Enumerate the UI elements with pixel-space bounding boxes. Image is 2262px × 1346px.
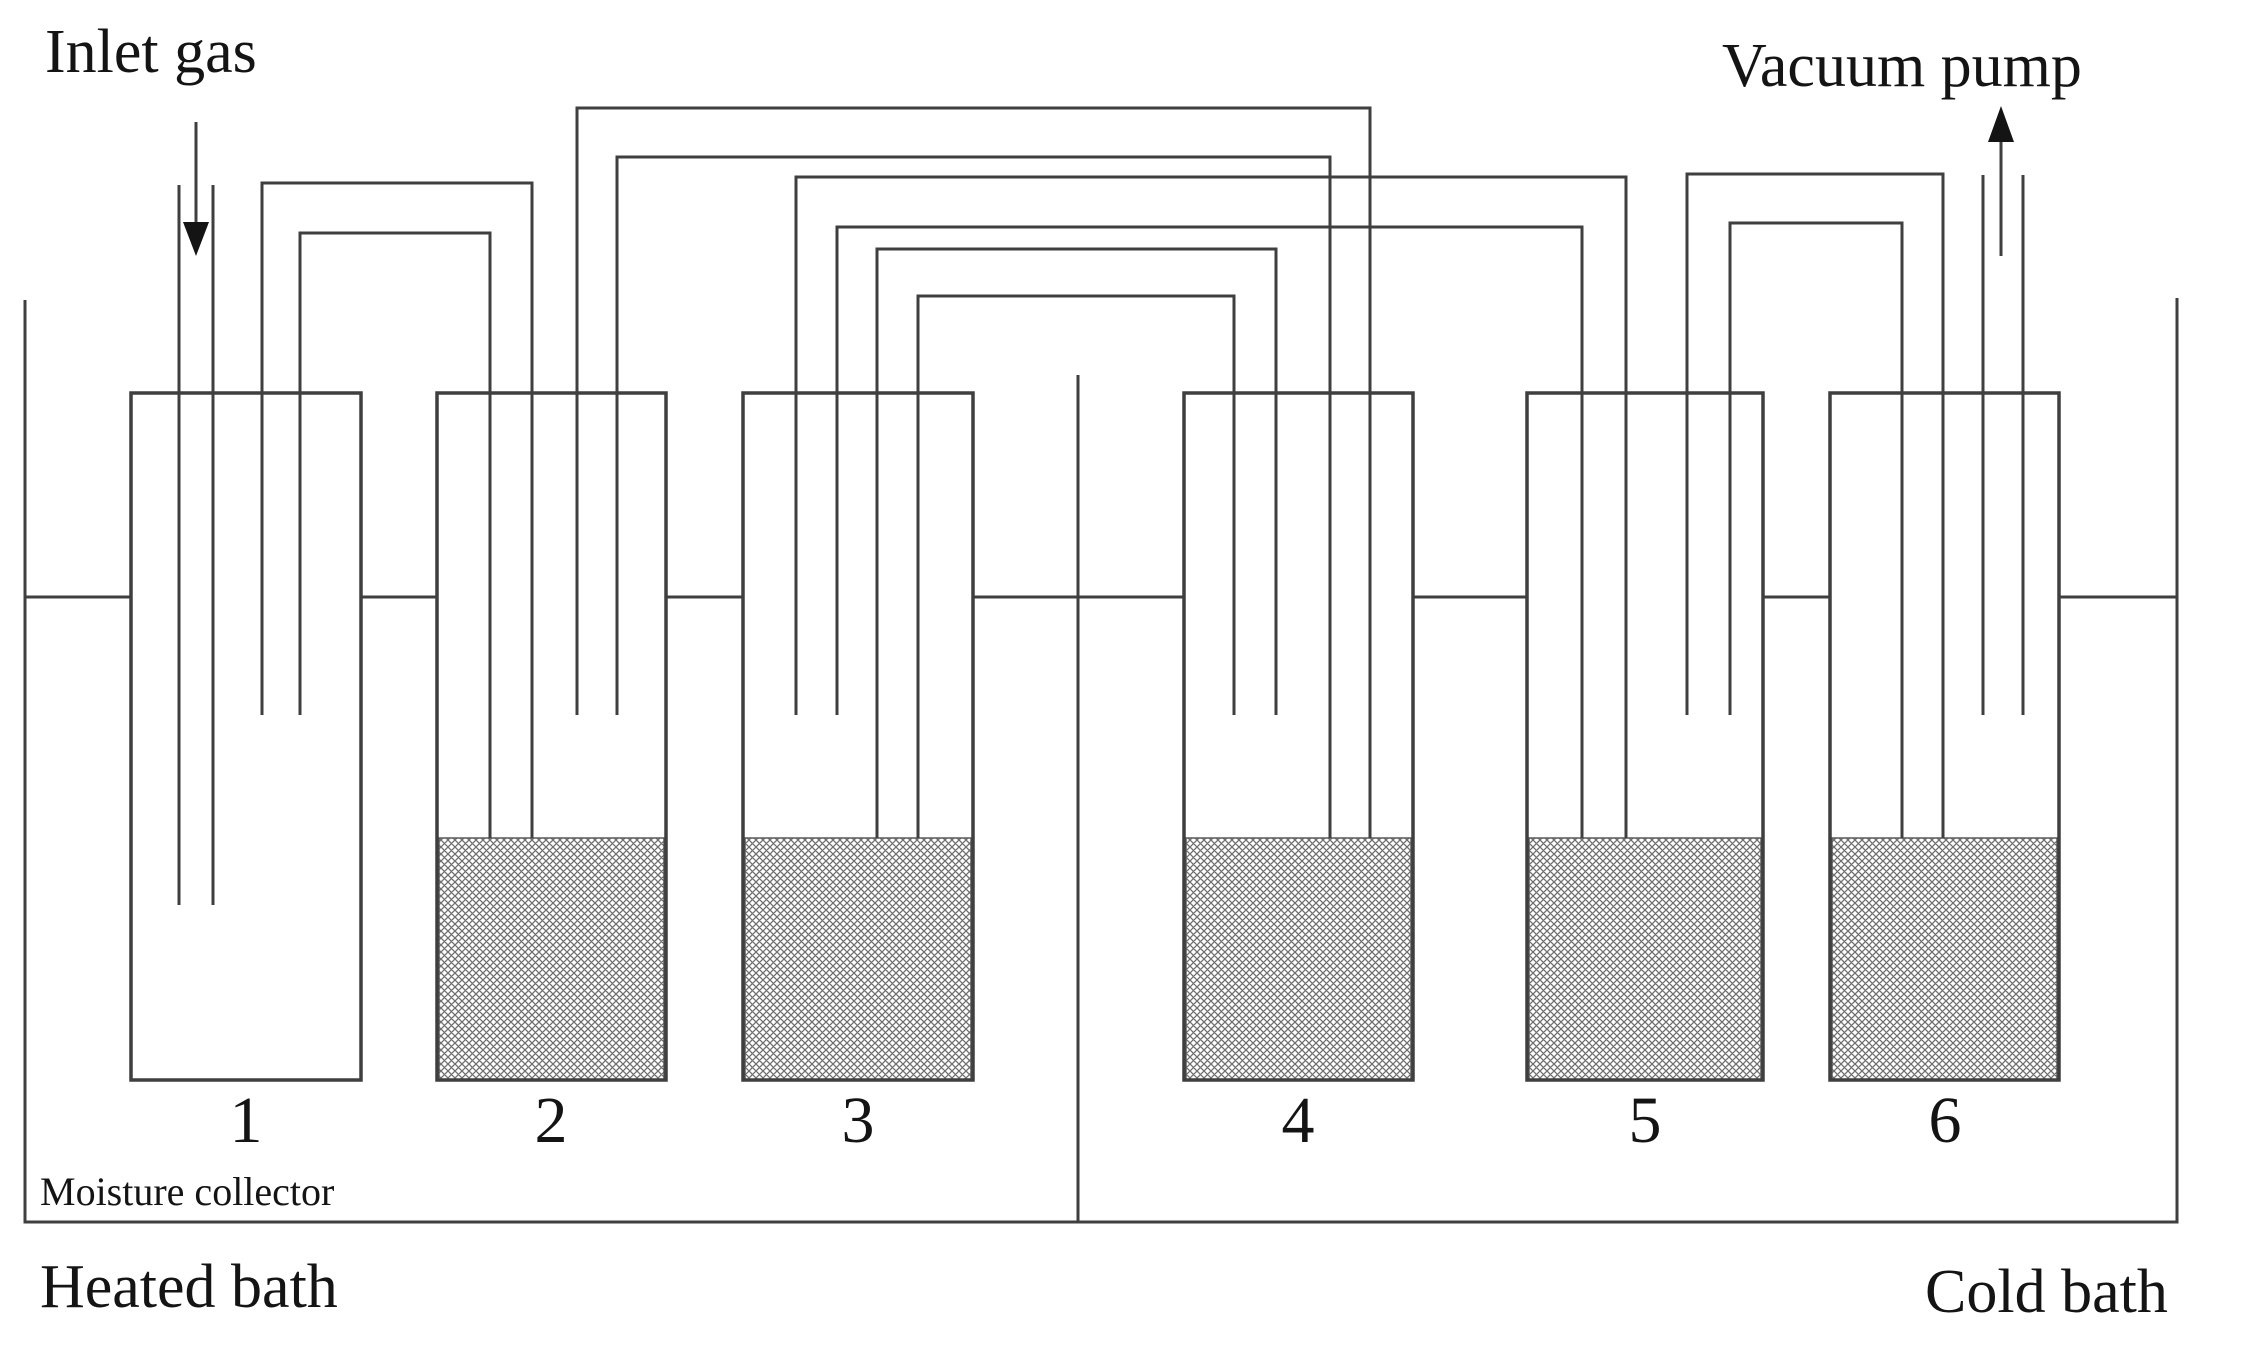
inlet-gas-label: Inlet gas (45, 18, 257, 86)
cold-bath-label: Cold bath (1925, 1258, 2168, 1326)
bottle-1-number: 1 (230, 1084, 263, 1157)
liquid-fills (438, 837, 2058, 1081)
bottle-4 (1182, 391, 1415, 1082)
bottle-2-number: 2 (535, 1084, 568, 1157)
heated-bath-label: Heated bath (40, 1253, 338, 1321)
bottle-2 (435, 391, 668, 1082)
bottle-5-number: 5 (1629, 1084, 1662, 1157)
tube-bottle4-to-bottle3 (875, 247, 1278, 838)
bottle-3-number: 3 (842, 1084, 875, 1157)
moisture-collector-label: Moisture collector (40, 1169, 334, 1214)
bottle-3 (741, 391, 975, 1082)
tube-bottle3-to-bottle5 (794, 175, 1628, 838)
tube-bottle1-to-bottle2 (260, 181, 534, 838)
liquid-bottle-2 (438, 837, 665, 1081)
bottle-4-number: 4 (1282, 1084, 1315, 1157)
arrow-up-icon (1988, 106, 2014, 142)
vacuum-pump-label: Vacuum pump (1722, 32, 2082, 100)
tube-bottle2-to-bottle4 (575, 106, 1372, 838)
tube-bottle6-to-vacuum (1981, 175, 2025, 715)
liquid-bottle-6 (1831, 837, 2058, 1081)
tube-bottle5-to-bottle6 (1685, 172, 1945, 838)
bottle-5 (1525, 391, 1765, 1082)
liquid-bottle-3 (744, 837, 972, 1081)
tube-inlet-to-bottle1 (177, 185, 215, 905)
bottle-6-number: 6 (1929, 1084, 1962, 1157)
bath-outline (23, 298, 2179, 1224)
bottle-1 (129, 391, 363, 1082)
liquid-bottle-4 (1185, 837, 1412, 1081)
liquid-bottle-5 (1528, 837, 1762, 1081)
arrow-down-icon (183, 222, 209, 256)
